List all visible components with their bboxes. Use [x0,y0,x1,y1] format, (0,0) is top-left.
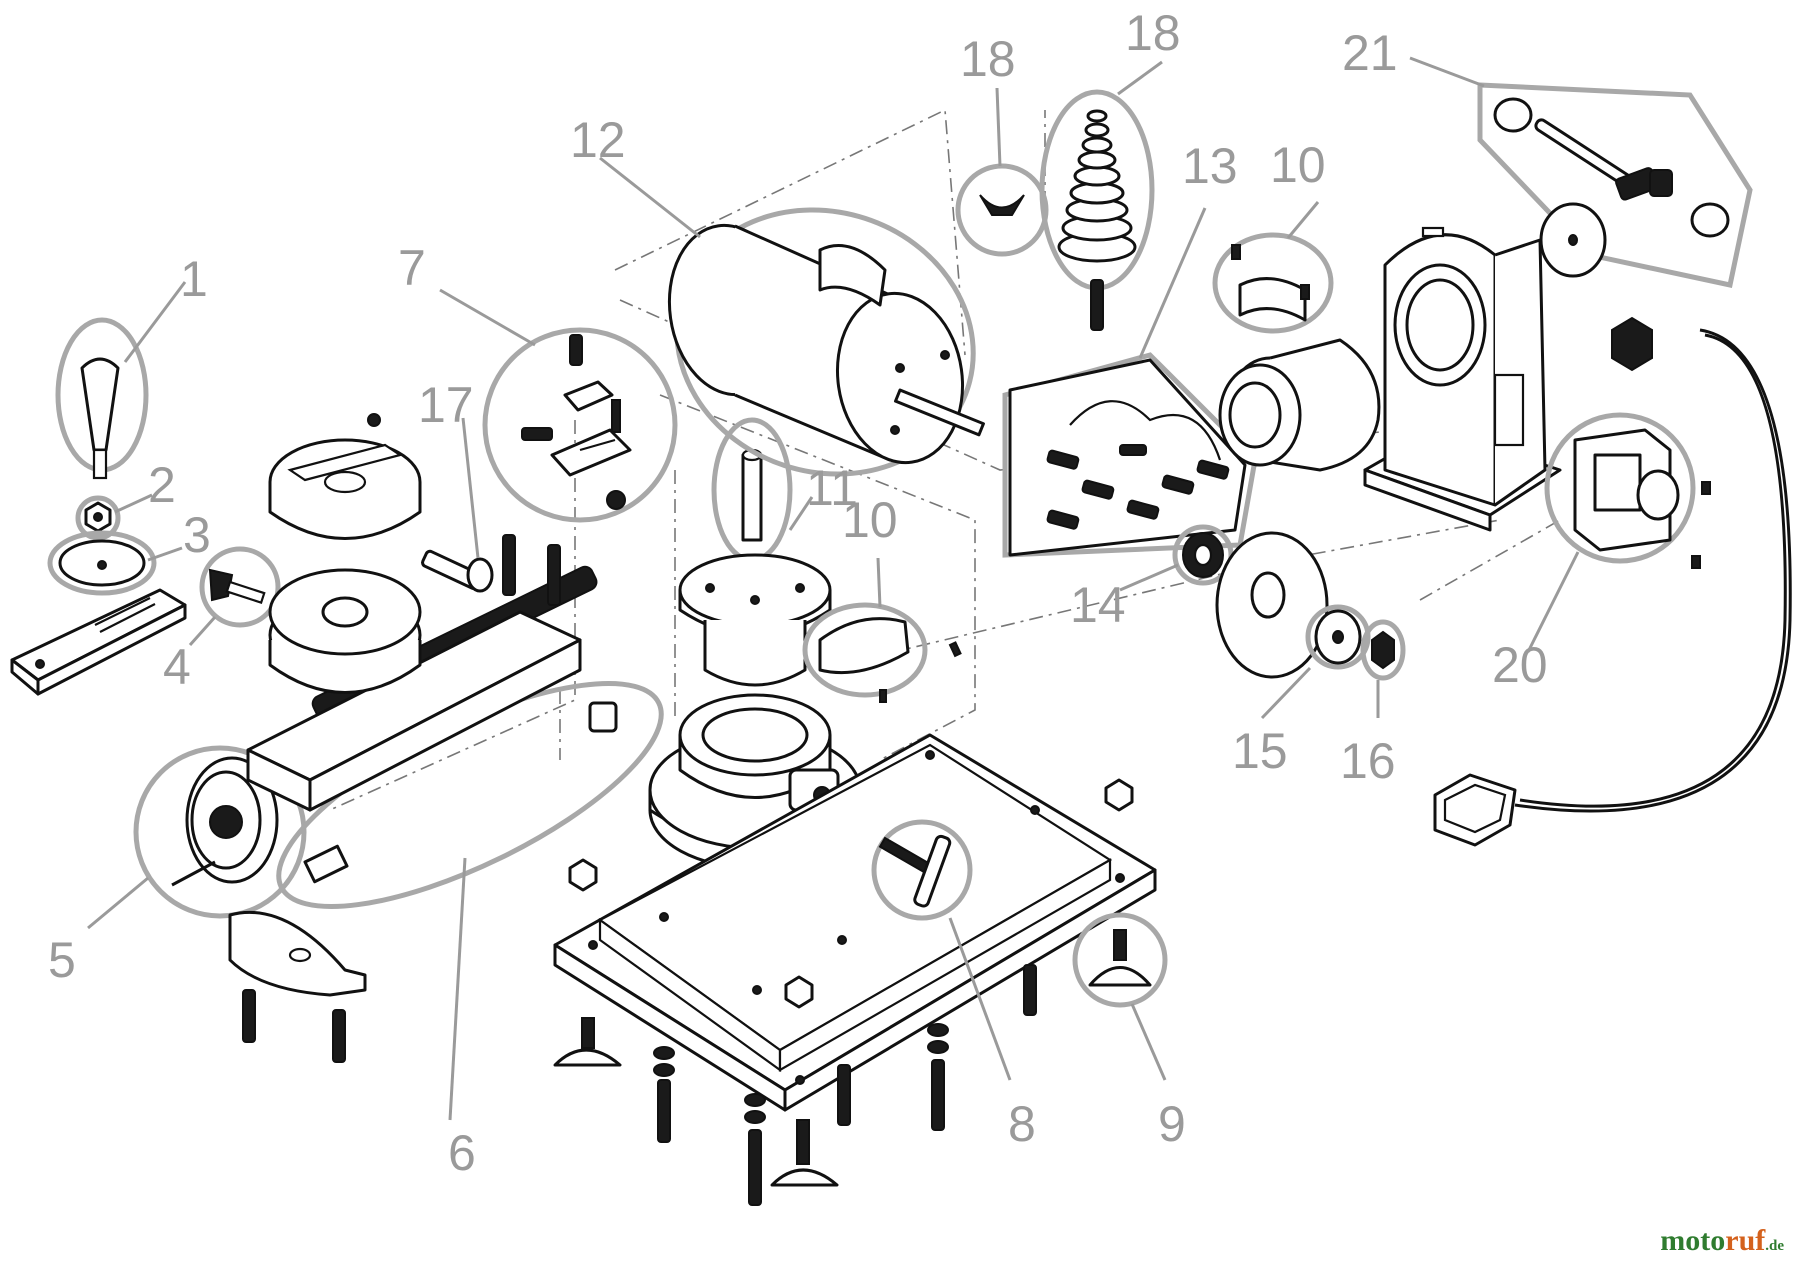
part-nut-2 [75,495,121,541]
part-shim-10b [1212,232,1334,334]
callout-15: 15 [1232,723,1288,779]
part-lever-21 [1477,82,1753,288]
part-knob-handle [55,317,149,480]
callout-5: 5 [48,932,76,988]
callout-21: 21 [1342,25,1398,81]
callout-20: 20 [1492,637,1548,693]
callout-7: 7 [398,240,426,296]
part-grinding-wheel [1215,531,1329,679]
callout-11: 11 [806,460,858,516]
part-housing-bracket-13 [1002,352,1258,558]
part-flange-15 [1305,604,1371,670]
part-shim-10a [802,602,962,703]
watermark-part2: ruf [1725,1224,1766,1257]
part-t-bolt-8 [871,819,973,921]
watermark-part1: moto [1660,1224,1726,1257]
part-half-moon-plate [228,910,367,1063]
part-column-stand [1363,226,1562,532]
callout-12: 12 [570,112,626,168]
part-washer-stack-18b [1039,89,1155,331]
part-screw-17 [421,549,494,593]
part-wing-screw-4 [199,546,281,628]
callout-8: 8 [1008,1096,1036,1152]
watermark-suffix: .de [1765,1238,1784,1254]
part-carriage [246,413,582,812]
callout-9: 9 [1158,1096,1186,1152]
callout-10-left: 10 [842,492,898,548]
part-foot-9 [1072,912,1168,1008]
part-base-plate [553,733,1157,1112]
part-hand-wheel-5 [133,745,307,919]
callout-13: 13 [1182,138,1238,194]
callout-14: 14 [1070,577,1126,633]
part-hex-nut [1611,316,1653,372]
callout-10-right: 10 [1270,137,1326,193]
callout-6: 6 [448,1125,476,1181]
part-motor-12 [667,207,985,477]
part-switch-20 [1544,412,1711,569]
callout-2: 2 [148,457,176,513]
part-disc [1539,202,1607,278]
part-clamp-hardware-7 [482,327,678,523]
part-slotted-plate [10,588,187,696]
part-spindle-housing [1218,338,1381,472]
part-feet-and-bolts [553,964,1037,1206]
leader-lines [87,56,1580,1121]
callout-3: 3 [183,507,211,563]
part-nut-16 [1360,619,1406,681]
callout-17: 17 [418,377,474,433]
callout-4: 4 [163,639,191,695]
callout-1: 1 [180,251,208,307]
watermark-logo: motoruf.de [1660,1224,1784,1258]
part-column-11 [678,417,832,687]
callout-18-left: 18 [960,31,1016,87]
part-wing-nut-18a [955,163,1049,257]
callout-labels: 1 2 3 4 5 6 7 8 9 10 10 11 12 13 14 15 1… [48,5,1548,1181]
callout-18-right: 18 [1125,5,1181,61]
part-washer-3 [47,530,157,596]
part-power-cord [1433,328,1792,847]
callout-16: 16 [1340,733,1396,789]
